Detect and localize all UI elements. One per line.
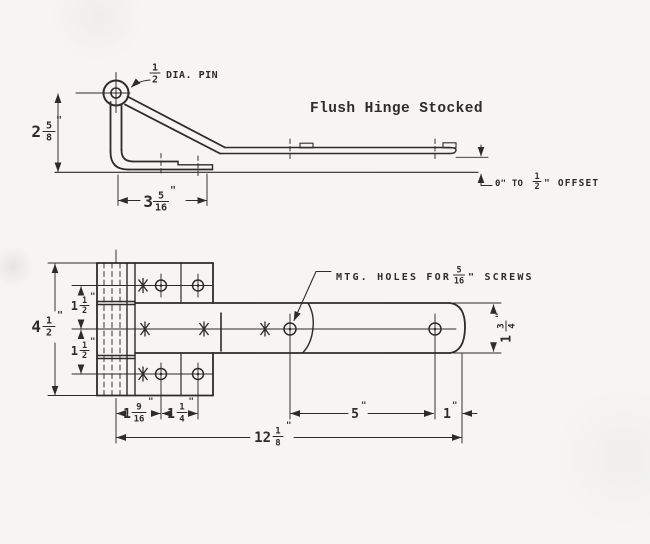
svg-text:4: 4 bbox=[31, 317, 41, 336]
plan-view: MTG. HOLES FOR 5 16 " SCREWS 4 1 2 " 1 1… bbox=[31, 249, 534, 449]
svg-text:1: 1 bbox=[71, 299, 78, 313]
strap-hole-boss bbox=[299, 142, 314, 149]
hole bbox=[154, 279, 168, 292]
svg-text:8: 8 bbox=[275, 439, 280, 449]
svg-text:1: 1 bbox=[500, 335, 515, 343]
dim-hole-spacing-1-1-4: 1 1 4 " bbox=[161, 397, 198, 425]
dim-overall-12-1-8: 12 1 8 " bbox=[116, 421, 462, 449]
bracket-leaf-side bbox=[109, 101, 214, 177]
svg-text:2: 2 bbox=[82, 351, 87, 361]
svg-text:": " bbox=[90, 337, 95, 347]
strap-leaf-plan bbox=[134, 302, 466, 354]
svg-text:1: 1 bbox=[46, 316, 52, 327]
svg-text:": " bbox=[286, 421, 291, 431]
svg-text:16: 16 bbox=[155, 203, 167, 214]
dim-row-gap-bottom-1-1-2: 1 1 2 " bbox=[71, 329, 95, 374]
strap-hole-boss bbox=[442, 142, 457, 149]
svg-text:": " bbox=[361, 401, 366, 411]
countersunk-marks bbox=[137, 278, 271, 382]
dim-row-gap-top-1-1-2: 1 1 2 " bbox=[71, 286, 95, 330]
svg-text:3: 3 bbox=[497, 323, 507, 328]
svg-text:1: 1 bbox=[179, 403, 184, 413]
side-view: 2 5 8 " 3 5 16 " 1 2 DIA. PIN bbox=[31, 63, 599, 214]
pin-callout: 1 2 DIA. PIN bbox=[131, 63, 218, 88]
offset-label: " OFFSET bbox=[544, 178, 599, 189]
svg-text:16: 16 bbox=[454, 277, 464, 287]
mtg-label: MTG. HOLES FOR bbox=[336, 272, 451, 283]
x-mark bbox=[259, 321, 271, 337]
pin-label: DIA. PIN bbox=[166, 70, 218, 81]
dim-plate-height-4-1-2: 4 1 2 " bbox=[31, 263, 63, 396]
leader-line bbox=[293, 270, 332, 322]
svg-text:1: 1 bbox=[123, 407, 131, 422]
drawing-title: Flush Hinge Stocked bbox=[310, 101, 483, 117]
svg-text:1: 1 bbox=[534, 172, 539, 182]
svg-text:": " bbox=[189, 397, 194, 407]
svg-text:1: 1 bbox=[275, 427, 280, 437]
svg-text:1: 1 bbox=[167, 407, 175, 422]
strap-leaf-side bbox=[124, 95, 457, 162]
svg-text:16: 16 bbox=[134, 415, 145, 425]
extension-lines bbox=[115, 313, 463, 444]
svg-text:12: 12 bbox=[254, 430, 271, 446]
x-mark bbox=[198, 321, 210, 337]
svg-text:8: 8 bbox=[46, 133, 52, 144]
svg-text:4: 4 bbox=[508, 323, 518, 329]
svg-text:": " bbox=[170, 185, 176, 196]
dim-strap-holes-5: 5 " bbox=[290, 401, 434, 422]
offset-callout: 0" TO 1 2 " OFFSET bbox=[455, 144, 599, 192]
svg-text:": " bbox=[452, 401, 457, 411]
svg-text:2: 2 bbox=[82, 306, 87, 316]
svg-text:1: 1 bbox=[82, 296, 87, 306]
svg-text:5: 5 bbox=[158, 191, 164, 202]
leader-line bbox=[131, 78, 151, 88]
svg-text:" SCREWS: " SCREWS bbox=[468, 272, 534, 283]
svg-text:5: 5 bbox=[46, 121, 52, 132]
hinge-pin bbox=[75, 72, 131, 113]
svg-text:": " bbox=[148, 397, 153, 407]
svg-text:3: 3 bbox=[143, 192, 153, 211]
dim-foot-3-5-16: 3 5 16 " bbox=[117, 173, 208, 214]
dim-text: 2 bbox=[31, 122, 41, 141]
dim-end-1: 1 " bbox=[418, 401, 478, 422]
strap-rounded-end bbox=[449, 302, 466, 354]
svg-text:5: 5 bbox=[456, 266, 461, 276]
strap-shoulder-arc bbox=[301, 302, 314, 354]
svg-text:": " bbox=[57, 310, 63, 321]
svg-text:4: 4 bbox=[179, 415, 185, 425]
hole bbox=[191, 279, 205, 292]
svg-text:": " bbox=[56, 115, 62, 126]
centerlines bbox=[71, 249, 457, 387]
svg-text:": " bbox=[495, 313, 505, 318]
svg-text:9: 9 bbox=[136, 403, 141, 413]
x-mark bbox=[137, 278, 149, 293]
svg-text:0" TO: 0" TO bbox=[495, 179, 523, 189]
x-mark bbox=[139, 321, 151, 337]
svg-text:": " bbox=[90, 292, 95, 302]
svg-text:1: 1 bbox=[443, 407, 451, 422]
hole bbox=[154, 367, 168, 381]
x-mark bbox=[137, 366, 149, 382]
svg-text:1: 1 bbox=[152, 63, 158, 74]
svg-text:2: 2 bbox=[152, 75, 158, 86]
svg-text:5: 5 bbox=[351, 407, 359, 422]
dim-pin-to-hole-1-9-16: 1 9 16 " bbox=[116, 397, 161, 425]
svg-text:1: 1 bbox=[71, 344, 78, 358]
strap-end-cap bbox=[448, 146, 457, 155]
svg-text:2: 2 bbox=[46, 328, 52, 339]
svg-text:1: 1 bbox=[82, 341, 87, 351]
dim-height-2-5-8: 2 5 8 " bbox=[31, 93, 62, 173]
mtg-callout: MTG. HOLES FOR 5 16 " SCREWS bbox=[293, 266, 534, 322]
hole bbox=[191, 367, 205, 381]
svg-text:2: 2 bbox=[534, 182, 539, 192]
dim-strap-width-1-3-4: 1 3 4 " bbox=[452, 302, 518, 354]
